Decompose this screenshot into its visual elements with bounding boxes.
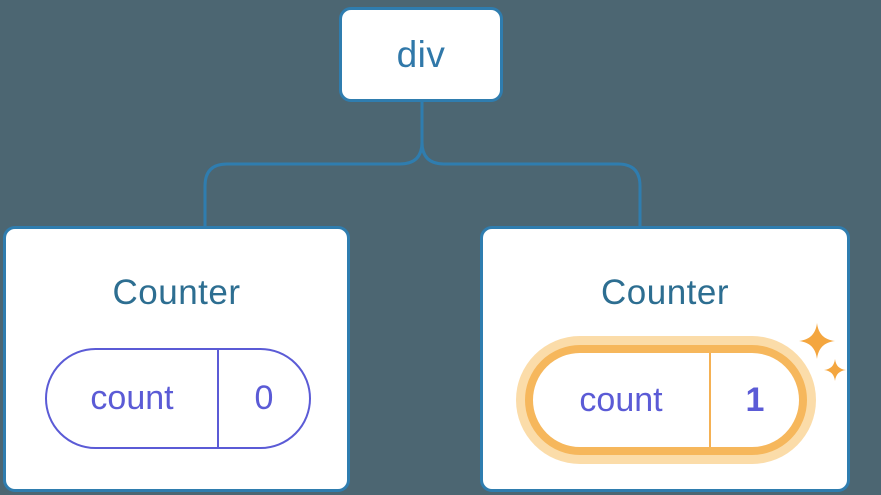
state-key-label: count — [47, 350, 219, 447]
root-node-div: div — [339, 7, 503, 102]
state-pill-count-0: count 0 — [45, 348, 311, 449]
state-value: 1 — [745, 380, 765, 419]
counter-title: Counter — [112, 273, 241, 312]
root-node-label: div — [396, 33, 446, 75]
sparkle-icon-small — [824, 359, 846, 381]
counter-node-left: Counter count 0 — [3, 226, 350, 492]
state-key-label: count — [533, 353, 711, 447]
counter-node-right: Counter count 1 — [480, 226, 850, 492]
connector-right-branch — [420, 101, 642, 227]
state-value: 0 — [254, 379, 274, 417]
connector-left-branch — [203, 101, 424, 227]
state-pill-count-1-highlighted: count 1 — [525, 345, 807, 455]
sparkle-icon-large — [799, 323, 835, 359]
counter-title: Counter — [600, 273, 730, 312]
